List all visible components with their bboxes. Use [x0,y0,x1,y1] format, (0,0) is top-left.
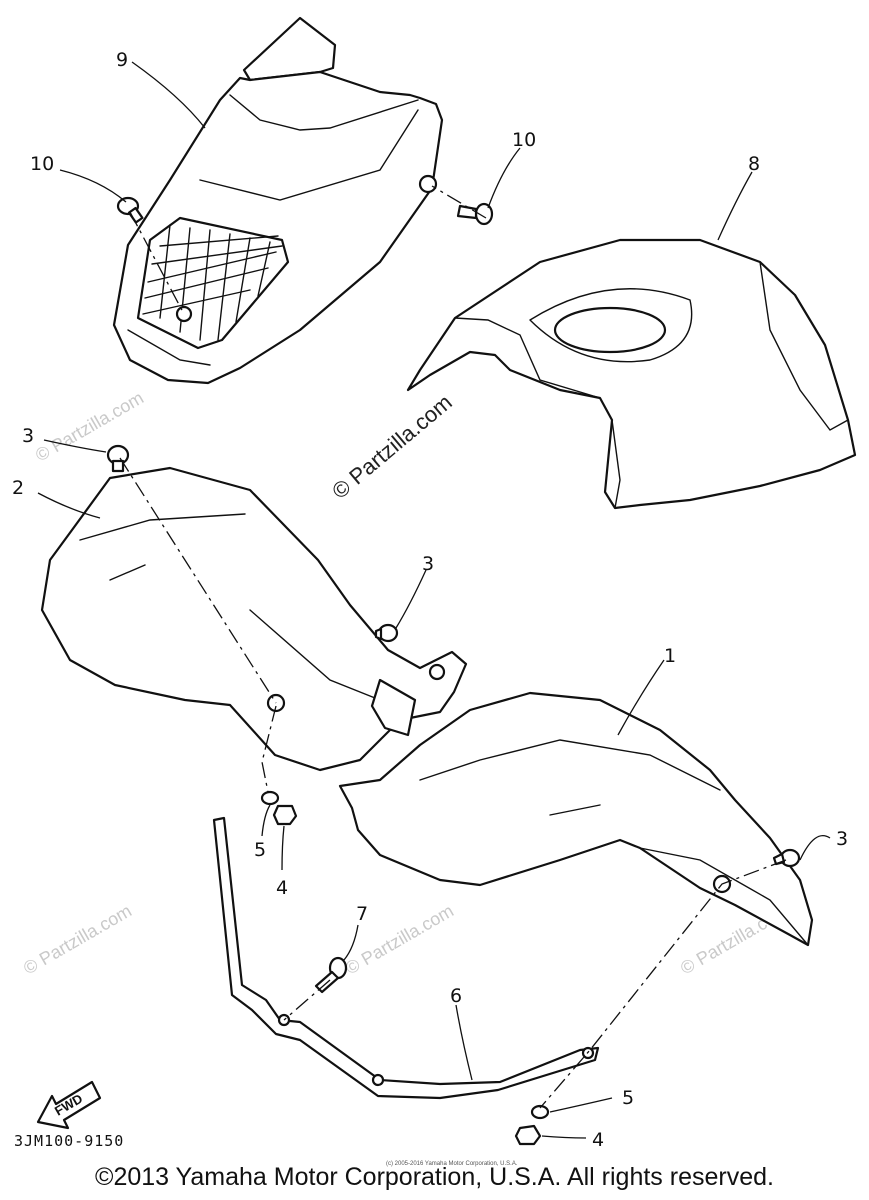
callout-1: 1 [664,645,676,667]
callout-3a: 3 [22,425,34,447]
fwd-arrow-icon: FWD [36,1080,102,1130]
part-4-5-nuts-washers [260,790,550,1146]
part-2-front-fender [40,466,468,772]
part-9-rear-cover [112,16,444,385]
callout-8: 8 [748,153,760,175]
assembly-lines [119,185,787,1109]
watermark-faint: © Partzilla.com [32,387,147,465]
callout-3b: 3 [422,553,434,575]
copyright-notice: ©2013 Yamaha Motor Corporation, U.S.A. A… [95,1163,774,1191]
part-3-screws [106,444,801,868]
callout-4a: 4 [276,877,288,899]
washer-5b [530,1104,550,1120]
leader-lines [37,61,831,1139]
callout-6: 6 [450,985,462,1007]
watermark-faint: © Partzilla.com [20,900,135,978]
callout-7: 7 [356,903,368,925]
small-copyright: (c) 2005-2016 Yamaha Motor Corporation, … [386,1161,518,1167]
nut-4a [272,804,298,826]
nut-4b [514,1124,542,1146]
callout-4b: 4 [592,1129,604,1151]
callout-labels: 9 10 10 8 3 2 3 1 3 5 4 7 6 5 4 [12,49,848,1151]
callout-5b: 5 [622,1087,634,1109]
callout-10b: 10 [512,129,536,151]
callout-10a: 10 [30,153,54,175]
watermark-main: © Partzilla.com [327,389,457,503]
part-10-screws [116,196,494,226]
washer-5a [260,790,280,806]
part-8-tank-cover [406,238,857,510]
part-1-rear-fender [338,691,814,947]
diagram-code: 3JM100-9150 [14,1132,125,1150]
callout-3c: 3 [836,828,848,850]
callout-2: 2 [12,477,24,499]
callout-9: 9 [116,49,128,71]
part-7-bolt [314,956,348,994]
callout-5a: 5 [254,839,266,861]
